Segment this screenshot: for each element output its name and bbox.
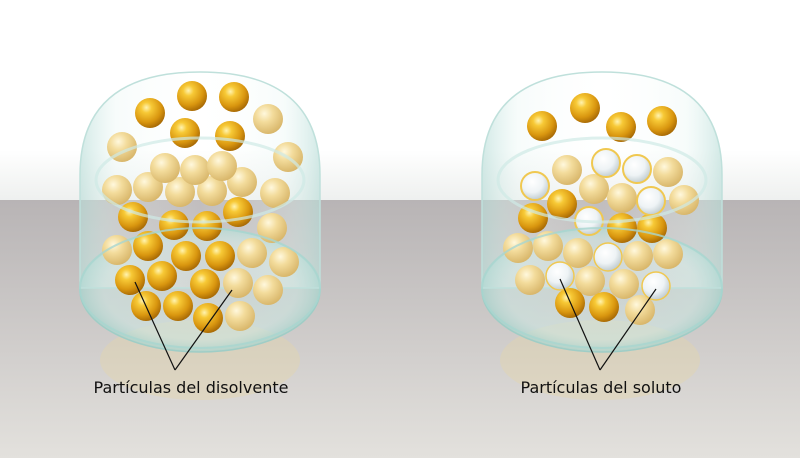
- solvent-container: [79, 71, 321, 400]
- solution-particles: [503, 93, 699, 325]
- solute-callout-lines: [559, 278, 657, 371]
- solute-particles-label: Partículas del soluto: [521, 378, 682, 397]
- solution-container: [481, 71, 723, 400]
- solvent-callout-lines: [134, 281, 233, 371]
- solvent-particles-label: Partículas del disolvente: [94, 378, 289, 397]
- solvent-particles: [102, 81, 303, 333]
- solute-particles: [520, 148, 671, 301]
